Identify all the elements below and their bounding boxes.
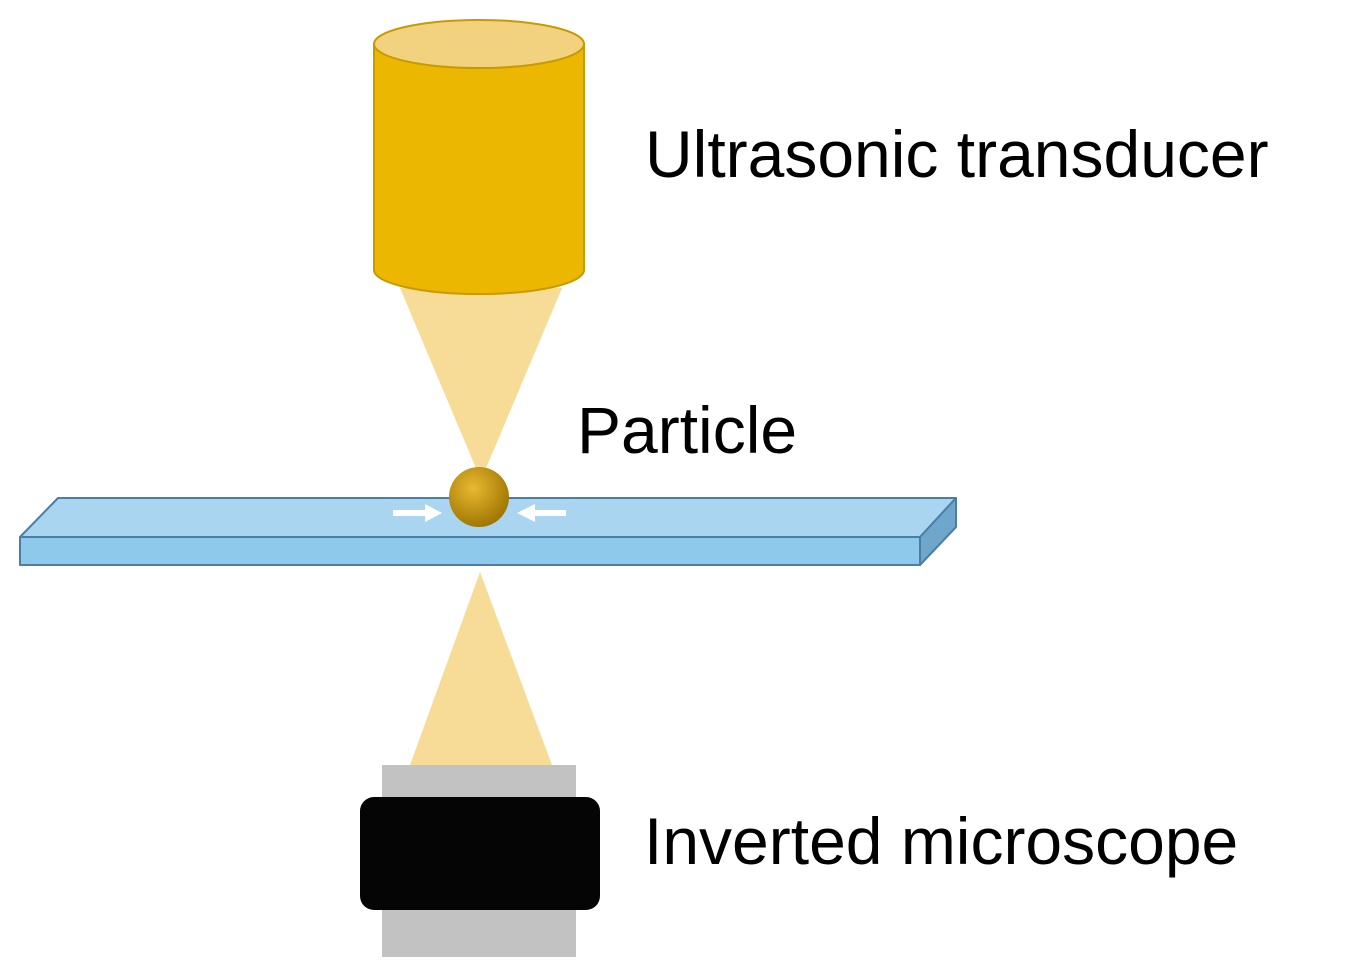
sphere-particle-icon: [449, 467, 509, 527]
arrow-left-icon: [517, 504, 566, 522]
label-inverted-microscope: Inverted microscope: [644, 804, 1238, 878]
transducer-beam-cone: [400, 288, 562, 480]
cylinder-transducer-icon: [373, 19, 585, 295]
arrow-right-icon: [393, 504, 442, 522]
slide-front-face: [19, 536, 921, 566]
microscope-body: [360, 797, 600, 910]
transducer-top-face: [373, 19, 585, 69]
objective-lens-icon: [360, 765, 600, 957]
label-ultrasonic-transducer: Ultrasonic transducer: [645, 117, 1269, 191]
microscope-beam-cone: [410, 572, 552, 765]
transducer-body: [373, 43, 585, 295]
label-particle: Particle: [577, 393, 797, 467]
